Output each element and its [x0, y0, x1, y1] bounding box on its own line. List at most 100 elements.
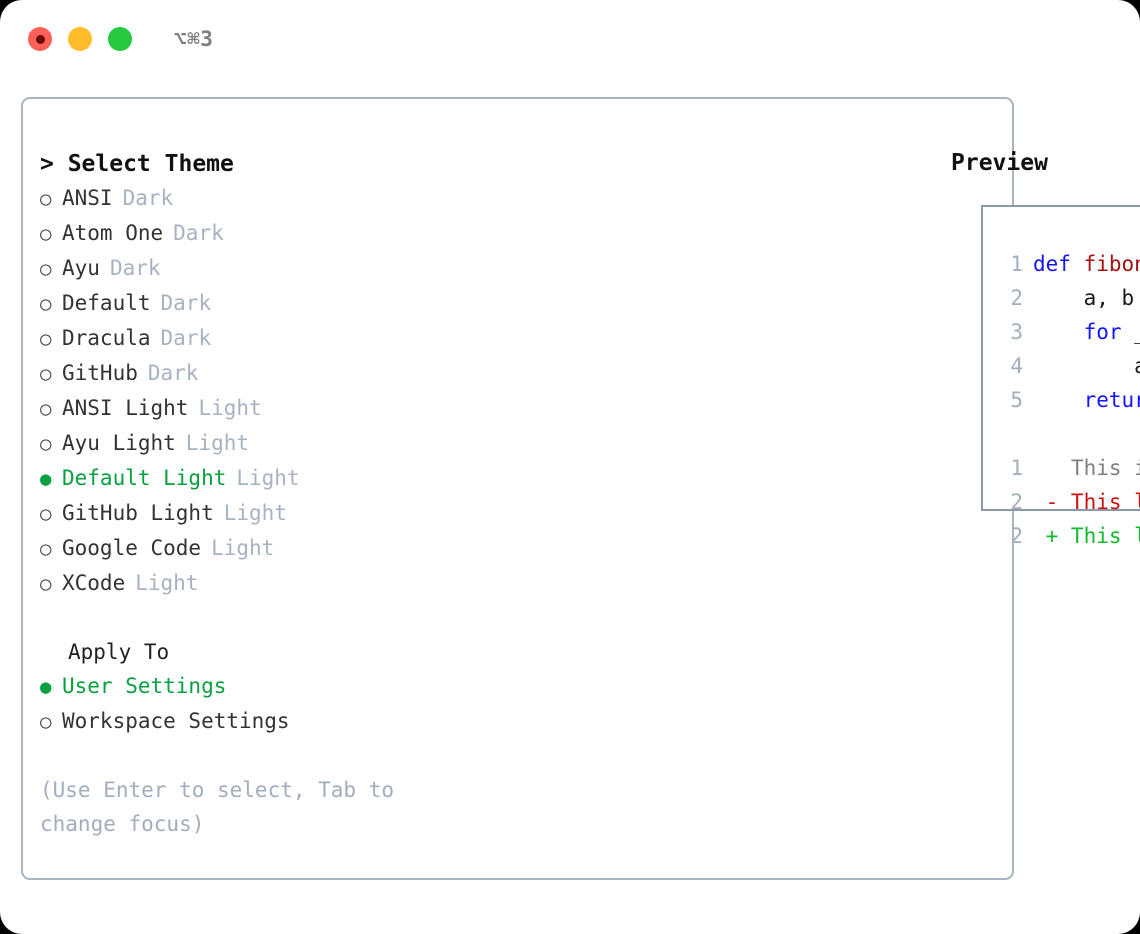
keyboard-shortcut-label: ⌥⌘3: [174, 27, 214, 51]
code-token-context: This is a context line.: [1070, 456, 1140, 480]
theme-option-label: Google Code: [62, 536, 202, 560]
code-line-text: This is a context line.: [1023, 451, 1140, 485]
theme-option-tag: Light: [211, 536, 275, 560]
apply-to-option-user-settings[interactable]: ●User Settings: [40, 669, 493, 704]
code-line: 4 a, b = b, a + b: [997, 349, 1140, 383]
code-token-plain: a, b = b, a + b: [1033, 354, 1140, 378]
maximize-button[interactable]: [108, 27, 132, 51]
radio-unselected-icon: ○: [40, 363, 52, 385]
code-line: 2 + This line was added.: [997, 519, 1140, 553]
list-spacer: [40, 601, 493, 635]
code-line-number: 1: [1010, 252, 1023, 276]
code-line-text: [1023, 417, 1046, 451]
theme-option-label: Ayu Light: [62, 431, 176, 455]
code-line-number: 5: [1010, 388, 1023, 412]
code-token-deleted: - This line was deleted.: [1045, 490, 1140, 514]
theme-option-default-light[interactable]: ● Default Light Light: [40, 461, 493, 496]
radio-unselected-icon: ○: [40, 398, 52, 420]
theme-list-title: > Select Theme: [40, 151, 234, 177]
code-token-plain: [1033, 388, 1084, 412]
code-line: 5 return a: [997, 383, 1140, 417]
code-line-number: 2: [1010, 524, 1023, 548]
theme-option-ansi-light[interactable]: ○ ANSI Light Light: [40, 391, 493, 426]
code-line-number: 1: [1010, 456, 1023, 480]
theme-option-ayu[interactable]: ○ Ayu Dark: [40, 251, 493, 286]
radio-unselected-icon: ○: [40, 293, 52, 315]
code-line: 1 This is a context line.: [997, 451, 1140, 485]
theme-option-label: Dracula: [62, 326, 151, 350]
radio-unselected-icon: ○: [40, 711, 52, 733]
apply-to-title: Apply To: [68, 640, 170, 664]
code-line-text: + This line was added.: [1023, 519, 1140, 553]
radio-unselected-icon: ○: [40, 328, 52, 350]
help-text: (Use Enter to select, Tab to change focu…: [40, 778, 407, 836]
code-token-plain: _: [1122, 320, 1140, 344]
theme-option-tag: Light: [223, 501, 287, 525]
radio-unselected-icon: ○: [40, 188, 52, 210]
radio-unselected-icon: ○: [40, 258, 52, 280]
radio-unselected-icon: ○: [40, 538, 52, 560]
theme-option-tag: Dark: [109, 256, 161, 280]
theme-option-label: ANSI Light: [62, 396, 189, 420]
theme-option-label: ANSI: [62, 186, 113, 210]
theme-option-ayu-light[interactable]: ○ Ayu Light Light: [40, 426, 493, 461]
radio-unselected-icon: ○: [40, 433, 52, 455]
code-token-keyword: return: [1083, 388, 1140, 412]
theme-option-label: Atom One: [62, 221, 164, 245]
code-token-keyword: def: [1033, 252, 1084, 276]
preview-title: Preview: [951, 150, 1048, 176]
code-line-number: 2: [1010, 490, 1023, 514]
code-line-text: return a: [1023, 383, 1140, 417]
apply-to-option-list[interactable]: ●User Settings ○ Workspace Settings: [40, 669, 493, 739]
theme-option-tag: Dark: [147, 361, 199, 385]
apply-to-option-label: Workspace Settings: [62, 709, 290, 733]
code-line-number: [997, 417, 1023, 451]
close-button[interactable]: [28, 27, 52, 51]
radio-selected-icon: ●: [40, 468, 52, 490]
theme-option-tag: Light: [185, 431, 250, 455]
theme-option-tag: Dark: [173, 221, 224, 245]
theme-option-label: Default: [62, 291, 151, 315]
radio-unselected-icon: ○: [40, 503, 52, 525]
theme-option-tag: Dark: [160, 326, 212, 350]
minimize-button[interactable]: [68, 27, 92, 51]
title-bar: ⌥⌘3: [0, 0, 1140, 78]
code-line: 3 for _ in range(n):: [997, 315, 1140, 349]
theme-option-label: Ayu: [62, 256, 100, 280]
theme-option-xcode[interactable]: ○ XCode Light: [40, 566, 493, 601]
theme-option-label: Default Light: [62, 466, 227, 490]
theme-option-tag: Light: [236, 466, 300, 490]
theme-option-tag: Light: [135, 571, 199, 595]
code-token-added: + This line was added.: [1045, 524, 1140, 548]
radio-selected-icon: ●: [40, 676, 52, 698]
theme-option-label: GitHub: [62, 361, 138, 385]
code-line-number: 4: [1010, 354, 1023, 378]
code-line-number: 3: [1010, 320, 1023, 344]
code-line: 2 a, b = 0, 1: [997, 281, 1140, 315]
code-token-function: fibonacci: [1083, 252, 1140, 276]
theme-option-github[interactable]: ○ GitHub Dark: [40, 356, 493, 391]
theme-option-label: XCode: [62, 571, 126, 595]
code-token-keyword: for: [1083, 320, 1122, 344]
code-line-text: for _ in range(n):: [1023, 315, 1140, 349]
radio-unselected-icon: ○: [40, 573, 52, 595]
code-line-text: - This line was deleted.: [1023, 485, 1140, 519]
apply-to-option-workspace-settings[interactable]: ○ Workspace Settings: [40, 704, 493, 739]
theme-option-tag: Light: [198, 396, 262, 420]
theme-option-dracula[interactable]: ○ Dracula Dark: [40, 321, 493, 356]
code-line: 2 - This line was deleted.: [997, 485, 1140, 519]
code-token-plain: [1033, 320, 1084, 344]
code-line-text: def fibonacci(n):: [1023, 247, 1140, 281]
theme-option-google-code[interactable]: ○ Google Code Light: [40, 531, 493, 566]
